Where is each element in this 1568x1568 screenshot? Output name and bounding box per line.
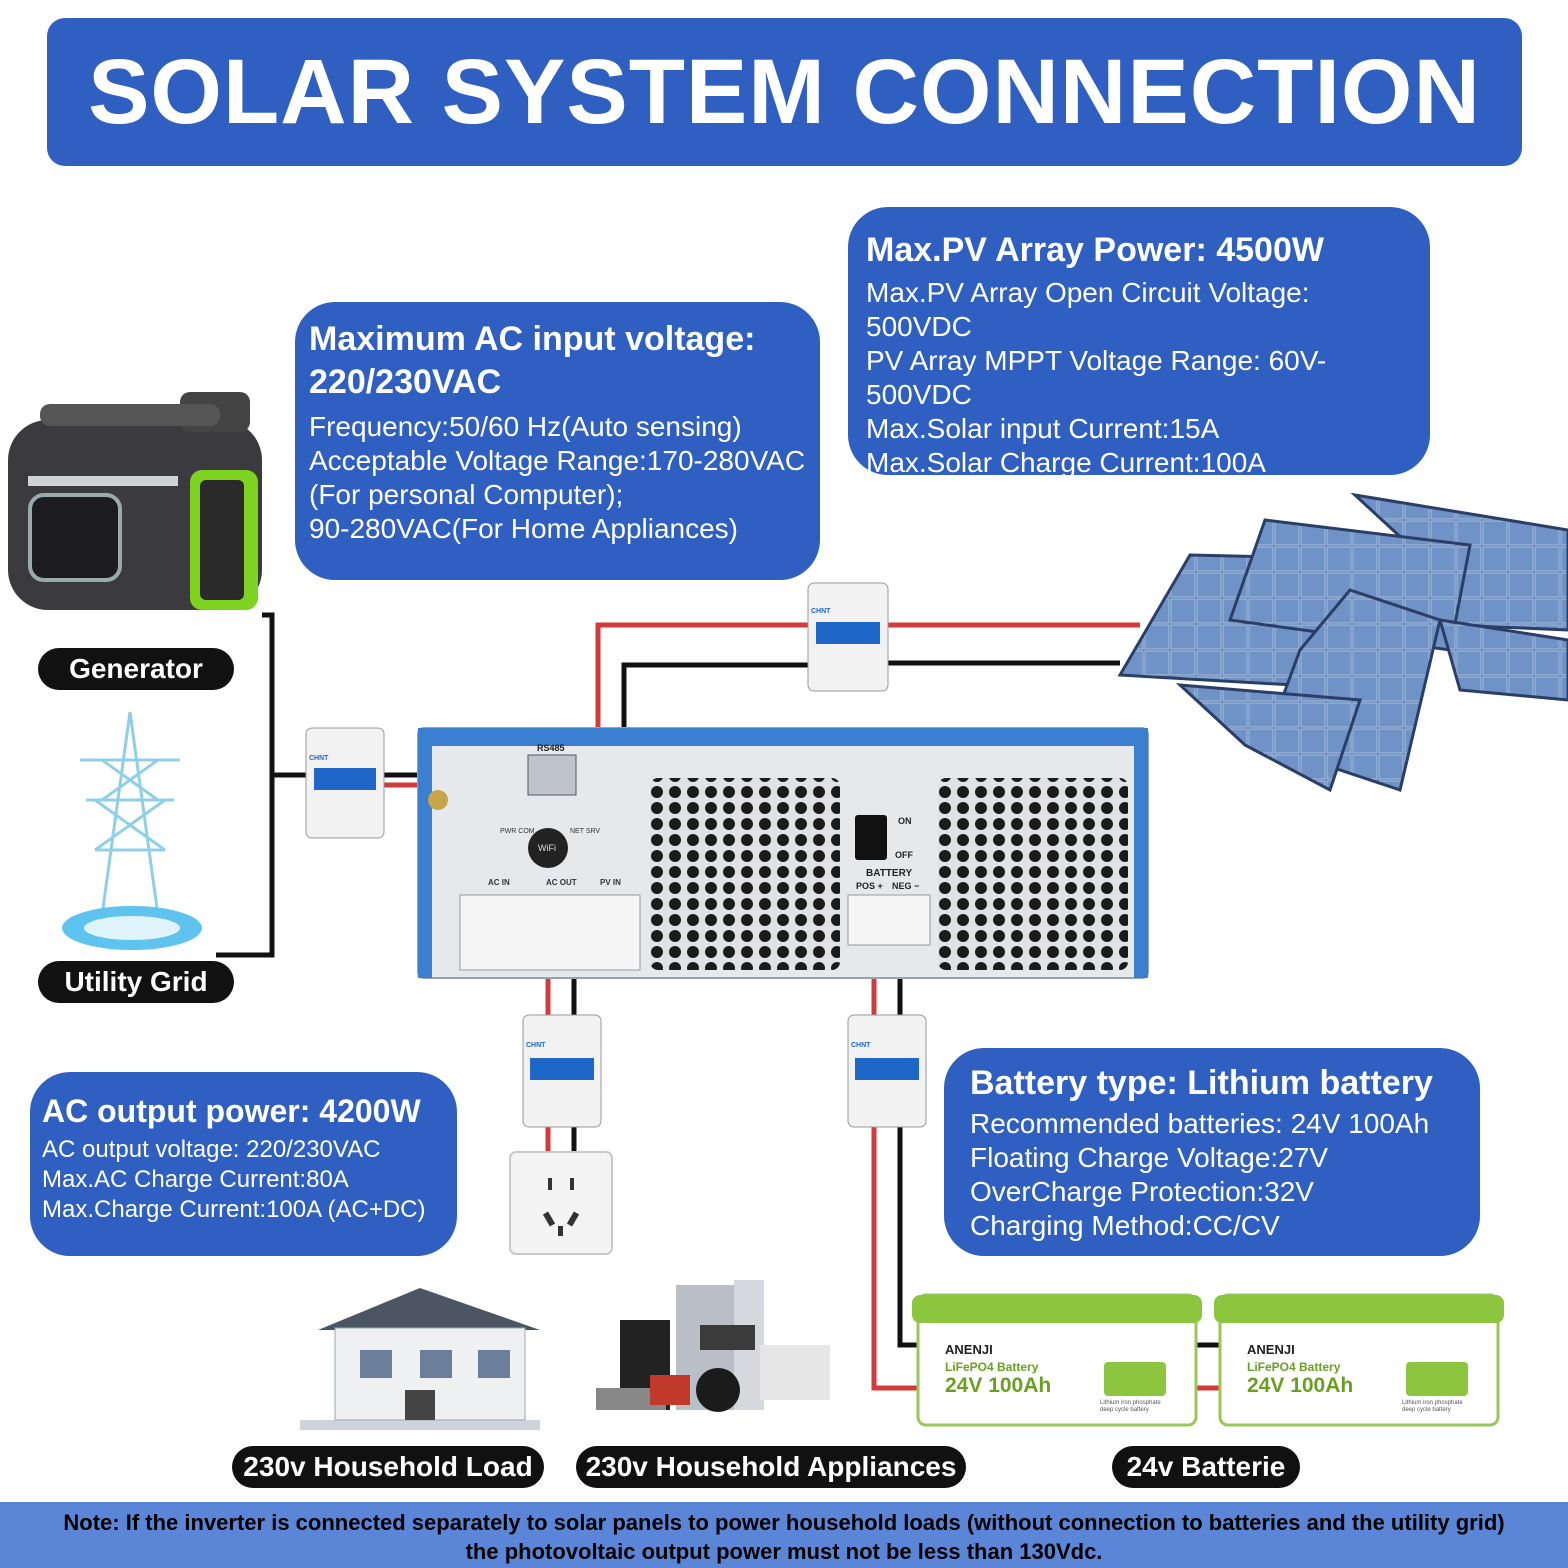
breaker-ac-out (522, 1014, 602, 1128)
ac-output-card: AC output power: 4200W AC output voltage… (30, 1072, 457, 1256)
pwr-com-label: PWR COM (500, 828, 535, 835)
solar-panels-image (1117, 492, 1568, 793)
inverter-unit (417, 727, 1149, 979)
ac-input-line-3: (For personal Computer); (309, 479, 624, 510)
breaker-grid (305, 727, 385, 839)
pv-card: Max.PV Array Power: 4500W Max.PV Array O… (848, 207, 1430, 512)
battery-1-rating: 24V 100Ah (945, 1374, 1052, 1397)
note-line-2: the photovoltaic output power must not b… (465, 1539, 1103, 1564)
bottom-note: Note: If the inverter is connected separ… (0, 1502, 1568, 1568)
ac-output-line-1: AC output voltage: 220/230VAC (42, 1136, 381, 1163)
pv-heading: Max.PV Array Power: 4500W (866, 231, 1324, 269)
generator-image (8, 392, 262, 610)
page-title: SOLAR SYSTEM CONNECTION (88, 40, 1481, 143)
battery-line-4: Charging Method:CC/CV (970, 1210, 1280, 1241)
ac-input-card: Maximum AC input voltage: 220/230VAC Fre… (295, 302, 820, 580)
ac-input-heading: Maximum AC input voltage: 220/230VAC (309, 320, 756, 401)
battery-1-sub: Lithium iron phosphate deep cycle batter… (1100, 1400, 1161, 1413)
ac-output-heading: AC output power: 4200W (42, 1093, 421, 1129)
generator-label-text: Generator (69, 653, 203, 684)
utility-grid-label-text: Utility Grid (64, 966, 208, 997)
battery-line-3: OverCharge Protection:32V (970, 1176, 1314, 1207)
ac-out-label: AC OUT (546, 878, 577, 887)
pv-line-5: Solar Charger Type:MPPT (866, 481, 1194, 512)
battery-terminal-label: BATTERY (866, 868, 913, 879)
breaker-pv (807, 582, 889, 692)
breaker-ac-out-brand: CHNT (526, 1042, 546, 1049)
batteries-label-text: 24v Batterie (1126, 1451, 1286, 1482)
breaker-pv-brand: CHNT (811, 608, 831, 615)
pv-line-1: Max.PV Array Open Circuit Voltage: 500VD… (866, 277, 1310, 342)
household-appliances-label: 230v Household Appliances (576, 1446, 966, 1488)
household-appliances-label-text: 230v Household Appliances (585, 1451, 957, 1482)
ac-output-line-3: Max.Charge Current:100A (AC+DC) (42, 1196, 426, 1223)
pos-terminal-label: POS + (856, 881, 883, 891)
household-load-label-text: 230v Household Load (243, 1451, 533, 1482)
switch-on-label: ON (898, 816, 912, 826)
utility-grid-label: Utility Grid (38, 961, 234, 1003)
battery-1-brand: ANENJI (945, 1342, 993, 1357)
battery-line-2: Floating Charge Voltage:27V (970, 1142, 1329, 1173)
neg-terminal-label: NEG − (892, 881, 920, 891)
batteries-label: 24v Batterie (1112, 1446, 1300, 1488)
wall-socket-image (509, 1151, 613, 1255)
battery-2-type: LiFePO4 Battery (1247, 1360, 1341, 1374)
battery-line-1: Recommended batteries: 24V 100Ah (970, 1108, 1430, 1139)
wifi-label: WiFi (538, 843, 556, 853)
appliances-image (596, 1280, 830, 1412)
note-line-1: Note: If the inverter is connected separ… (63, 1510, 1505, 1535)
switch-off-label: OFF (895, 850, 913, 860)
pv-in-label: PV IN (600, 878, 621, 887)
pv-line-4: Max.Solar Charge Current:100A (866, 447, 1266, 478)
battery-2-rating: 24V 100Ah (1247, 1374, 1354, 1397)
pv-line-2: PV Array MPPT Voltage Range: 60V-500VDC (866, 345, 1327, 410)
title-banner: SOLAR SYSTEM CONNECTION (47, 18, 1522, 166)
household-load-label: 230v Household Load (232, 1446, 544, 1488)
pv-line-3: Max.Solar input Current:15A (866, 413, 1220, 444)
generator-label: Generator (38, 648, 234, 690)
battery-1-type: LiFePO4 Battery (945, 1360, 1039, 1374)
ac-input-line-4: 90-280VAC(For Home Appliances) (309, 513, 739, 544)
battery-2-image (1214, 1293, 1504, 1427)
house-image (300, 1288, 540, 1430)
rs485-label: RS485 (537, 743, 565, 753)
breaker-battery (847, 1014, 927, 1128)
ac-output-line-2: Max.AC Charge Current:80A (42, 1166, 349, 1193)
net-srv-label: NET SRV (570, 828, 601, 835)
breaker-battery-brand: CHNT (851, 1042, 871, 1049)
battery-2-brand: ANENJI (1247, 1342, 1295, 1357)
ac-input-line-2: Acceptable Voltage Range:170-280VAC (309, 445, 806, 476)
ac-input-line-1: Frequency:50/60 Hz(Auto sensing) (309, 411, 742, 442)
breaker-grid-brand: CHNT (309, 755, 329, 762)
battery-heading: Battery type: Lithium battery (970, 1064, 1433, 1102)
utility-grid-image (80, 711, 180, 931)
battery-card: Battery type: Lithium battery Recommende… (944, 1048, 1480, 1256)
battery-1-image (912, 1293, 1202, 1427)
battery-2-sub: Lithium iron phosphate deep cycle batter… (1402, 1400, 1463, 1413)
ac-in-label: AC IN (488, 878, 510, 887)
